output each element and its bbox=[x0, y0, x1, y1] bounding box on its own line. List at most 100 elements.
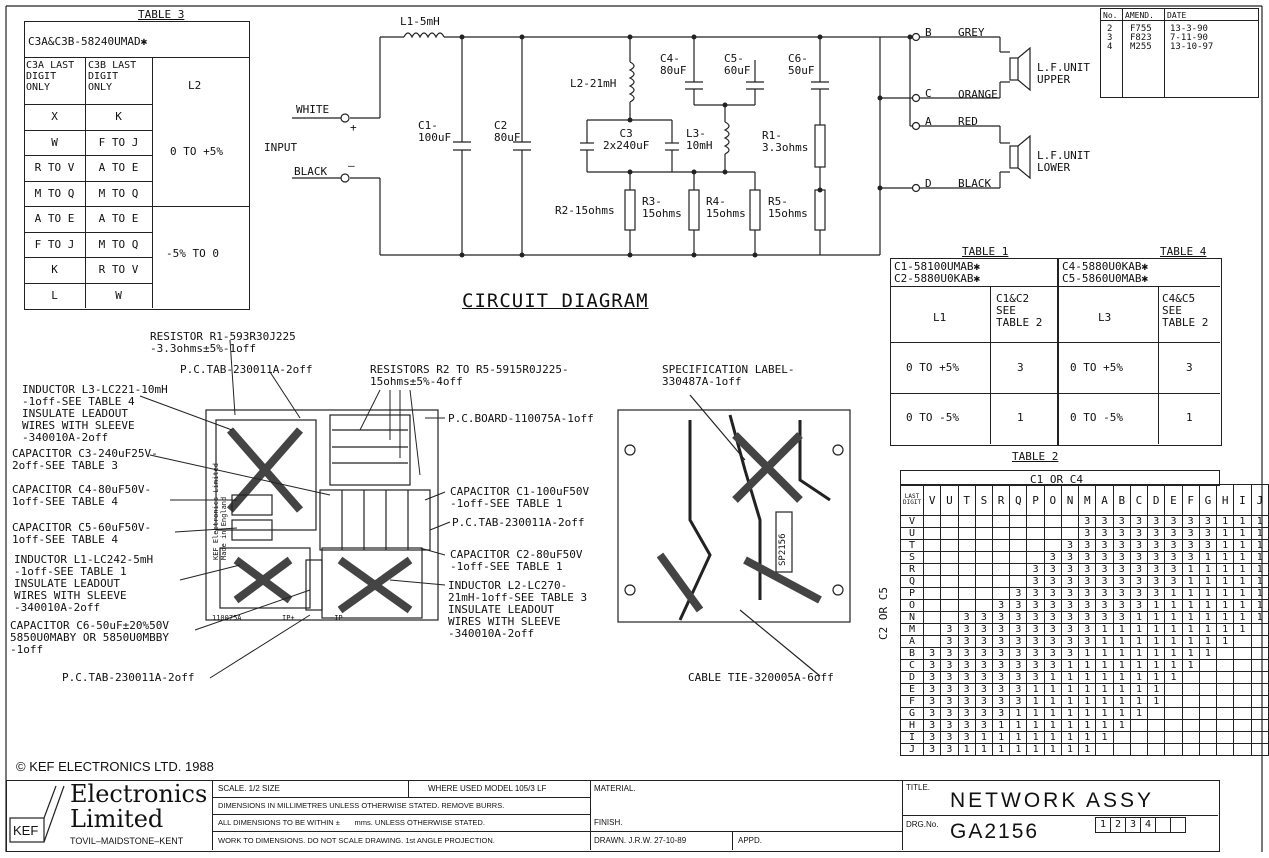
table2-cell: 3 bbox=[1181, 515, 1200, 528]
table2-cell: 3 bbox=[1009, 587, 1028, 600]
table2-cell: 3 bbox=[991, 707, 1011, 720]
label-inductor-l1: INDUCTOR L1-LC242-5mH -1off-SEE TABLE 1 … bbox=[14, 553, 154, 614]
table2-cell: 3 bbox=[991, 599, 1011, 612]
table2-cell bbox=[1216, 695, 1235, 708]
table3-row-line bbox=[24, 129, 153, 131]
table2-cell bbox=[1233, 659, 1252, 672]
table2-cell: 3 bbox=[1026, 587, 1045, 600]
label-pctab-mid: P.C.TAB-230011A-2off bbox=[452, 516, 585, 529]
table2-cell: 1 bbox=[1147, 599, 1166, 612]
table2-cell: 3 bbox=[1009, 647, 1028, 660]
table2-cell: 1 bbox=[1095, 635, 1114, 648]
table2-cell: 1 bbox=[1233, 527, 1252, 540]
table2-cell bbox=[1198, 719, 1218, 732]
table2-cell: 3 bbox=[991, 683, 1011, 696]
table2-cell: 1 bbox=[1078, 683, 1097, 696]
table2-cell: 3 bbox=[1060, 611, 1080, 624]
table2-col-header: I bbox=[1233, 484, 1252, 516]
table2-cell: 3 bbox=[957, 671, 976, 684]
table3-cell-c3a: R TO V bbox=[34, 161, 75, 174]
table3-row-line bbox=[24, 104, 153, 105]
table2-col-header: B bbox=[1112, 484, 1131, 516]
table2-cell bbox=[1216, 707, 1235, 720]
table2-cell: 1 bbox=[1009, 707, 1028, 720]
table2-cell bbox=[1060, 527, 1080, 540]
table2-col-header: C bbox=[1129, 484, 1149, 516]
tb-work: WORK TO DIMENSIONS. DO NOT SCALE DRAWING… bbox=[218, 836, 495, 845]
table2-cell: 3 bbox=[957, 731, 976, 744]
table2-cell: 1 bbox=[1112, 707, 1131, 720]
table2-cell: 3 bbox=[1129, 515, 1149, 528]
table3-row-line bbox=[24, 257, 153, 258]
table2-cell: 3 bbox=[957, 635, 976, 648]
amend-vline1 bbox=[1122, 8, 1123, 97]
table2-row-key: M bbox=[899, 623, 925, 636]
table2-cell: 3 bbox=[1198, 515, 1218, 528]
tb-drg-label: DRG.No. bbox=[906, 820, 939, 829]
table2-cell: 3 bbox=[923, 647, 942, 660]
table2-cell: 1 bbox=[1129, 623, 1149, 636]
table2-cell: 1 bbox=[1198, 635, 1218, 648]
table2-cell: 1 bbox=[974, 743, 994, 756]
table4-r2c2: 1 bbox=[1186, 411, 1193, 424]
table2-cell bbox=[940, 599, 959, 612]
table2-cell: 1 bbox=[1112, 695, 1131, 708]
table2-cell bbox=[923, 539, 942, 552]
table2-cell bbox=[1233, 743, 1252, 756]
table2-cell bbox=[940, 587, 959, 600]
table2-cell: 3 bbox=[1164, 551, 1183, 564]
label-pctab-bottom: P.C.TAB-230011A-2off bbox=[62, 671, 195, 684]
table3-cell-c3a: W bbox=[51, 135, 58, 149]
table2-cell bbox=[940, 563, 959, 576]
table3-cell-c3b: F TO J bbox=[98, 135, 139, 149]
table2-cell: 3 bbox=[1026, 599, 1045, 612]
terminal-d: D bbox=[925, 177, 932, 190]
table2-cell: 1 bbox=[1198, 599, 1218, 612]
table2-cell: 1 bbox=[1147, 683, 1166, 696]
table2-cell bbox=[1164, 707, 1183, 720]
table2-cell: 1 bbox=[1060, 671, 1080, 684]
table2-cell bbox=[1233, 671, 1252, 684]
table2-cell bbox=[1233, 647, 1252, 660]
table2-cell: 3 bbox=[940, 671, 959, 684]
table3-cell-c3a: M TO Q bbox=[34, 186, 75, 200]
table2-cell bbox=[1164, 719, 1183, 732]
table2-row-key: C bbox=[899, 659, 925, 672]
table2-cell: 1 bbox=[1164, 623, 1183, 636]
table2-cell: 3 bbox=[940, 635, 959, 648]
table2-cell: 1 bbox=[1095, 623, 1114, 636]
tb-drg-number: GA2156 bbox=[950, 820, 1040, 843]
table2-cell: 3 bbox=[940, 683, 959, 696]
table3-vline1 bbox=[85, 57, 86, 308]
table2-cell bbox=[1147, 731, 1166, 744]
copyright: © KEF ELECTRONICS LTD. 1988 bbox=[16, 759, 214, 774]
table2-cell: 3 bbox=[1043, 575, 1062, 588]
table2-cell: 3 bbox=[957, 659, 976, 672]
table2-col-header: U bbox=[940, 484, 959, 516]
table3-cell-c3b: K bbox=[115, 110, 122, 123]
table2-cell bbox=[1129, 719, 1149, 732]
table2-cell: 1 bbox=[1060, 743, 1080, 756]
table2-cell: 1 bbox=[1216, 563, 1235, 576]
tb-vline-appd bbox=[732, 831, 733, 850]
table2-cell: 1 bbox=[1147, 647, 1166, 660]
table2-cell: 3 bbox=[1043, 599, 1062, 612]
table2-cell: 1 bbox=[1060, 707, 1080, 720]
table2-cell: 1 bbox=[1181, 659, 1200, 672]
table2-cell: 3 bbox=[1009, 635, 1028, 648]
table2-cell: 3 bbox=[1198, 539, 1218, 552]
amend-header-line bbox=[1100, 20, 1258, 21]
table2-cell bbox=[1026, 515, 1045, 528]
table2-cell: 3 bbox=[1009, 611, 1028, 624]
table1-vline bbox=[990, 286, 991, 444]
table2-cell: 1 bbox=[974, 731, 994, 744]
table2-cell: 3 bbox=[1095, 551, 1114, 564]
table2-cell: 3 bbox=[974, 695, 994, 708]
table2-cell: 1 bbox=[1043, 683, 1062, 696]
table2-cell: 3 bbox=[1164, 527, 1183, 540]
table2-cell: 1 bbox=[1164, 671, 1183, 684]
table1-r1c2: 3 bbox=[1017, 361, 1024, 374]
